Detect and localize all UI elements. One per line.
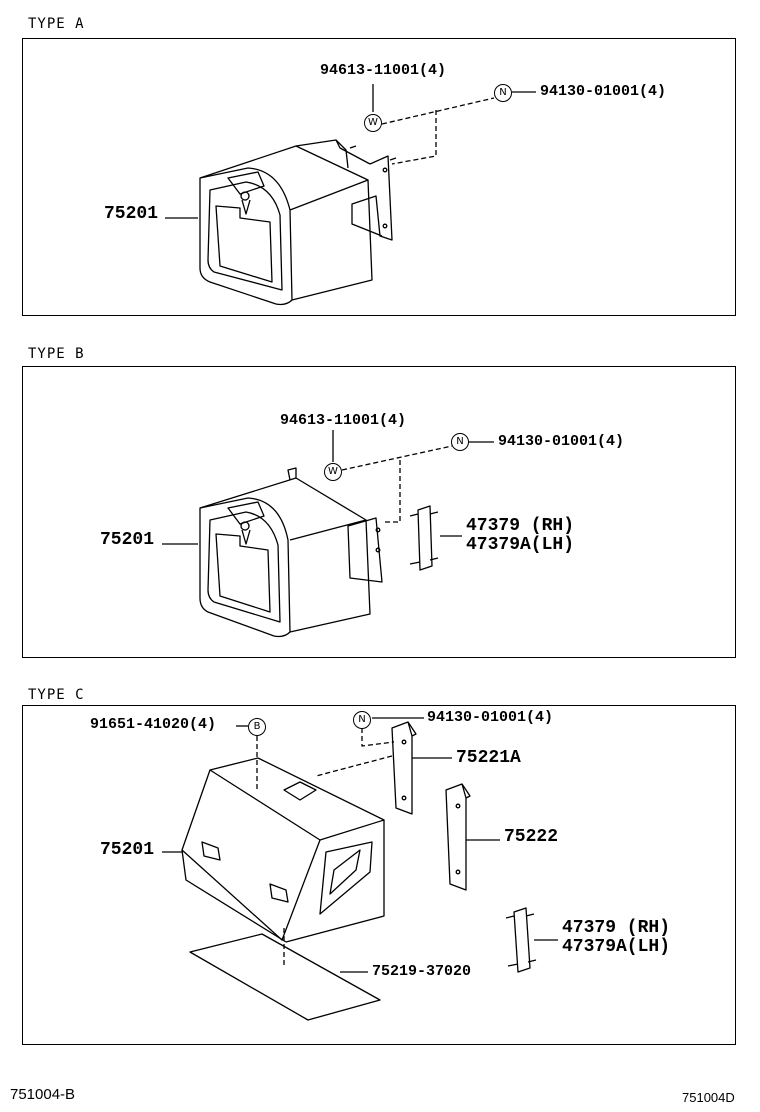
label-c-75219: 75219-37020 (372, 963, 472, 980)
section-title-type-a: TYPE A (28, 16, 85, 32)
dashed-line-b-1 (341, 445, 453, 471)
dashed-line-c-3 (315, 755, 393, 777)
label-a-94130: 94130-01001(4) (540, 83, 667, 100)
type-c-mat-75219 (189, 933, 381, 1021)
type-c-bracket-75221a (391, 721, 417, 815)
type-b-clip-47379 (409, 505, 439, 571)
label-b-94130: 94130-01001(4) (498, 433, 625, 450)
bolt-symbol-c: B (248, 718, 266, 736)
type-b-box-assembly (199, 467, 383, 638)
label-b-75201: 75201 (100, 530, 155, 550)
label-c-47379: 47379 (RH) (562, 918, 671, 938)
label-a-75201: 75201 (104, 204, 159, 224)
footer-right-code: 751004D (682, 1090, 735, 1105)
dashed-line-c-2 (361, 728, 395, 747)
section-frame-type-b (22, 366, 736, 658)
label-c-94130: 94130-01001(4) (427, 709, 554, 726)
nut-symbol-a: N (494, 84, 512, 102)
section-frame-type-c (22, 705, 736, 1045)
washer-symbol-a: W (364, 114, 382, 132)
section-title-type-c: TYPE C (28, 687, 85, 703)
footer-left-code: 751004-B (10, 1086, 76, 1103)
type-a-box-assembly (199, 139, 397, 306)
nut-symbol-b: N (451, 433, 469, 451)
dashed-line-a-2 (391, 110, 437, 165)
dashed-line-b-2 (384, 460, 401, 523)
label-c-91651: 91651-41020(4) (90, 716, 217, 733)
washer-symbol-b: W (324, 463, 342, 481)
nut-symbol-c: N (353, 711, 371, 729)
type-c-clip-47379 (505, 907, 537, 973)
label-c-75201: 75201 (100, 840, 155, 860)
section-frame-type-a (22, 38, 736, 316)
type-c-bracket-75222 (445, 783, 471, 891)
type-c-box-assembly (181, 757, 385, 943)
label-c-75221a: 75221A (456, 748, 521, 768)
label-c-47379a: 47379A(LH) (562, 937, 671, 957)
label-b-94613: 94613-11001(4) (280, 412, 407, 429)
section-title-type-b: TYPE B (28, 346, 85, 362)
dashed-line-a-1 (381, 97, 495, 125)
label-b-47379: 47379 (RH) (466, 516, 575, 536)
label-b-47379a: 47379A(LH) (466, 535, 575, 555)
label-a-94613: 94613-11001(4) (320, 62, 447, 79)
label-c-75222: 75222 (504, 827, 559, 847)
